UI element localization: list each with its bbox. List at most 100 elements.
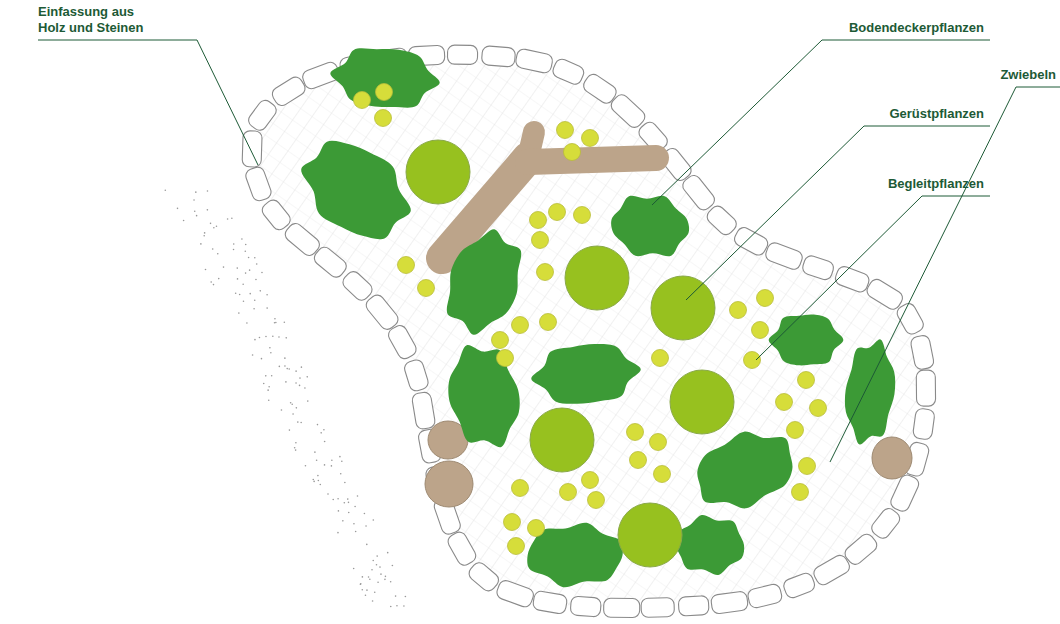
texture-dot [289,429,291,431]
texture-dot [254,299,256,301]
edging-stone [270,74,308,108]
texture-dot [210,223,212,225]
texture-dot [265,336,267,338]
callout-label: Einfassung aus Holz und Steinen [38,4,160,36]
texture-dot [236,267,238,269]
texture-dot [317,424,319,426]
texture-dot [368,576,370,578]
texture-dot [313,481,315,483]
texture-dot [233,249,235,251]
framework-plant [406,140,470,204]
texture-dot [254,339,256,341]
groundcover-blob [841,337,899,447]
texture-dot [362,576,364,578]
companion-plant [376,84,393,101]
texture-dot [248,257,250,259]
callout-label: Zwiebeln [1000,67,1056,83]
companion-plant [497,350,514,367]
texture-dot [292,413,294,415]
edging-stone [259,197,293,232]
texture-dot [380,573,382,575]
texture-dot [372,600,374,602]
texture-dot [337,498,339,500]
texture-dot [261,272,263,274]
texture-dot [357,495,359,497]
companion-plant [375,110,392,127]
texture-dot [384,579,386,581]
texture-dot [284,321,286,323]
companion-plant [757,290,774,307]
texture-dot [243,300,245,302]
edging-stone [732,225,770,257]
framework-plant [618,503,682,567]
edging-stone [447,45,477,64]
edging-stone [604,598,640,617]
companion-plant [627,424,644,441]
texture-dot [279,366,281,368]
edging-stone [466,560,501,594]
texture-dot [223,266,225,268]
texture-dot [290,402,292,404]
texture-dot [360,583,362,585]
texture-dot [344,482,346,484]
edging-stone [912,408,935,440]
companion-plant [512,480,529,497]
edging-stone [704,203,739,237]
texture-dot [337,532,339,534]
texture-dot [365,594,367,596]
texture-dot [301,366,303,368]
texture-dot [213,284,215,286]
companion-plant [776,394,793,411]
texture-dot [216,225,218,227]
texture-dot [331,465,333,467]
edging-stone [282,221,322,259]
texture-dot [316,459,318,461]
texture-dot [299,385,301,387]
companion-plant [504,514,521,531]
companion-plant [557,122,574,139]
texture-dot [405,596,407,598]
groundcover-blob [328,44,443,112]
texture-dot [217,253,219,255]
edging-stone [403,358,430,392]
companion-plant [398,257,415,274]
groundcover-blob [433,220,535,344]
texture-dot [284,357,286,359]
groundcover-blob [440,338,527,455]
texture-dot [312,479,314,481]
companion-plant [630,452,647,469]
texture-dot [193,199,195,201]
callout-label: Begleitpflanzen [888,176,984,192]
texture-dot [266,294,268,296]
texture-dot [340,473,342,475]
texture-dot [353,568,355,570]
texture-dot [207,209,209,211]
texture-dot [390,606,392,608]
edging-stone [764,241,804,271]
texture-dot [385,576,387,578]
texture-dot [297,421,299,423]
edging-stone [340,269,375,303]
texture-dot [203,235,205,237]
companion-plant [798,372,815,389]
companion-plant [528,520,545,537]
edging-stone [801,254,835,281]
edging-stone [833,265,871,294]
texture-dot [271,375,273,377]
texture-dot [295,382,297,384]
texture-dot [379,566,381,568]
texture-dot [305,465,307,467]
companion-plant [799,458,816,475]
texture-dot [218,278,220,280]
texture-dot [288,368,290,370]
texture-dot [255,279,257,281]
texture-dot [244,250,246,252]
edging-stone [246,98,279,133]
edging-stone [244,165,273,202]
edging-stone [532,590,568,614]
texture-dot [272,335,274,337]
texture-dot [324,441,326,443]
texture-dot [241,238,243,240]
texture-dot [231,217,233,219]
edging-stone [680,173,717,213]
